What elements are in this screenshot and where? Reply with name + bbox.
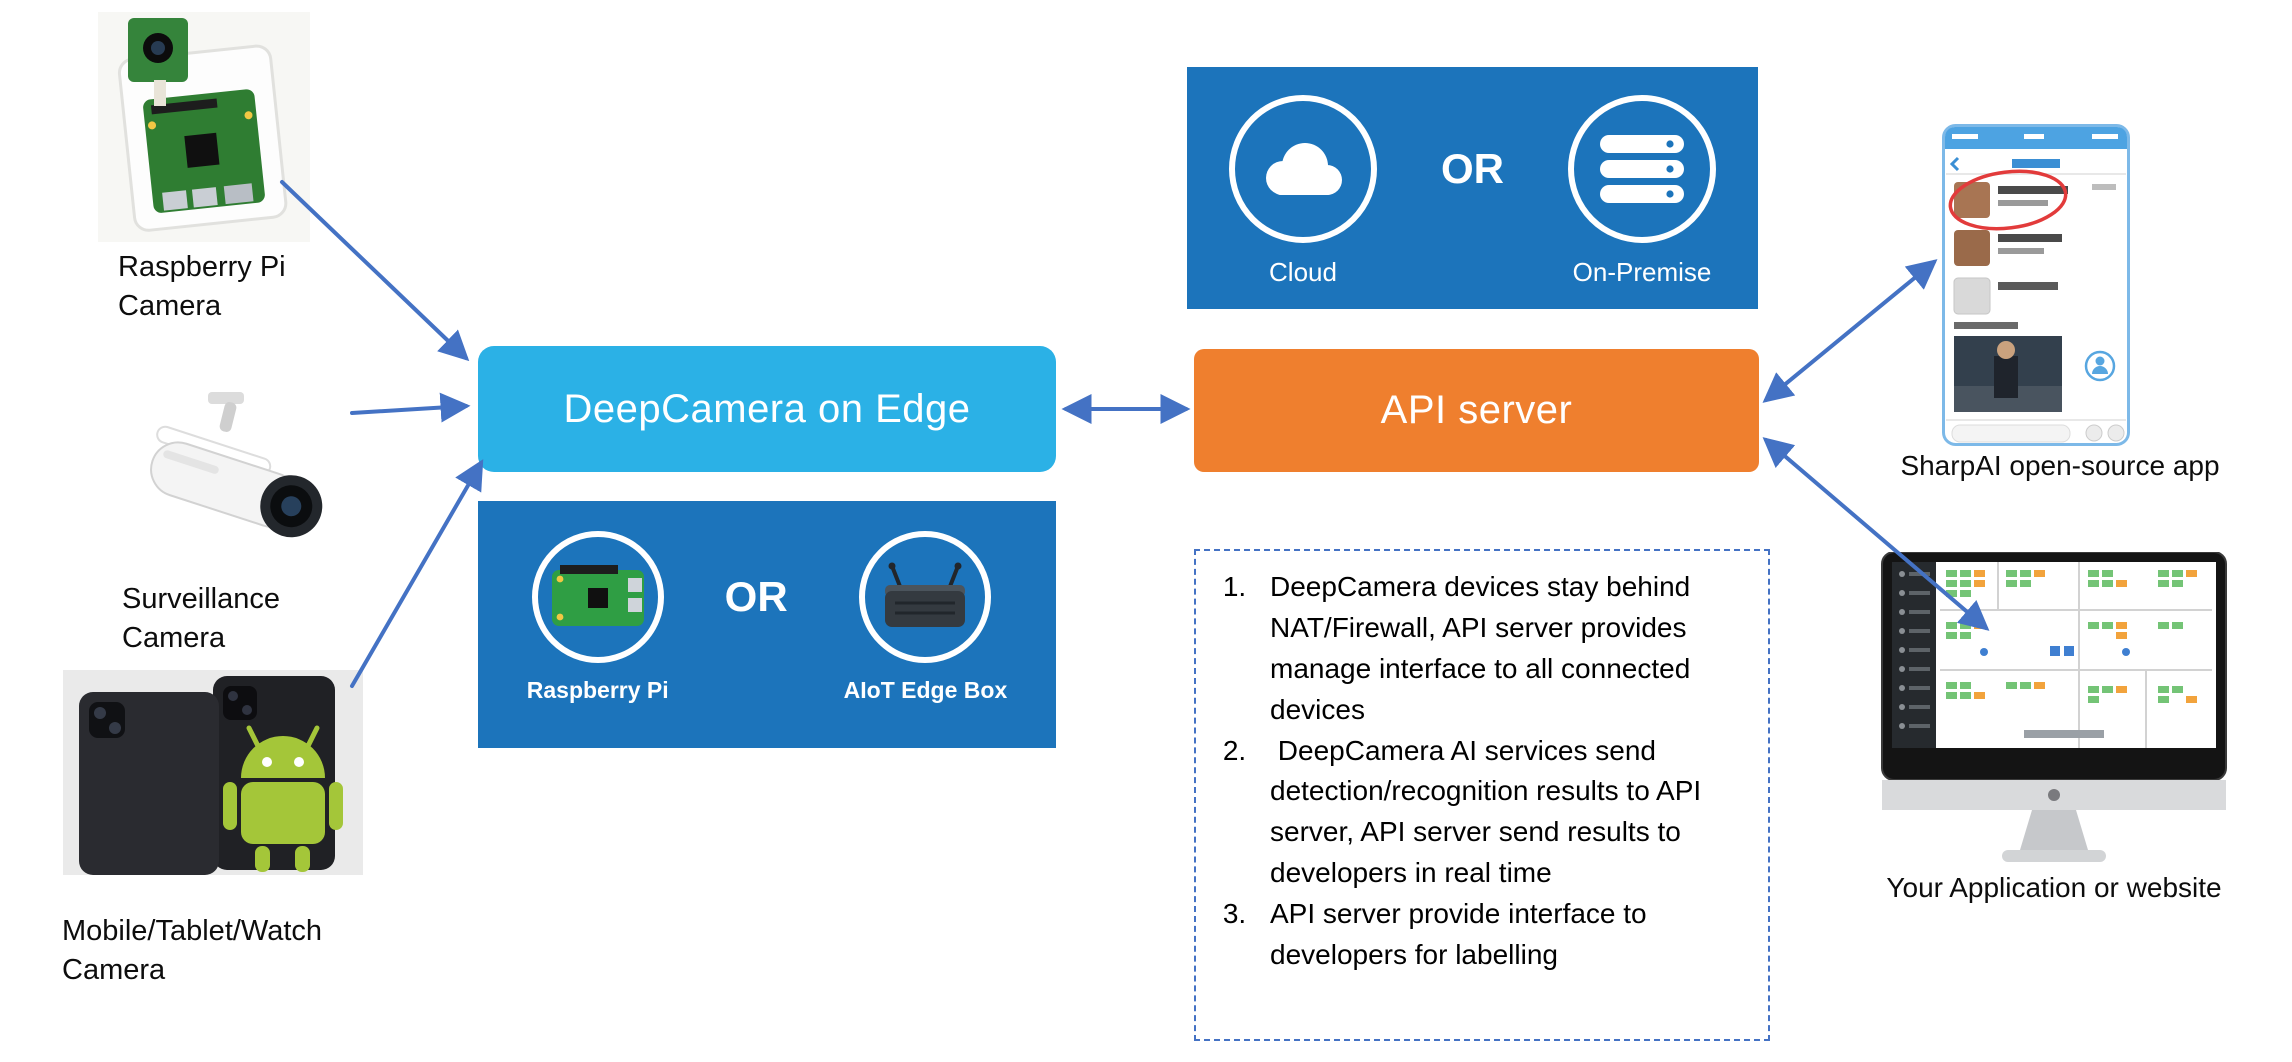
raspberry-pi-icon — [531, 531, 664, 663]
on-premise-option-label: On-Premise — [1572, 257, 1712, 287]
raspberry-pi-camera-photo — [98, 12, 310, 242]
android-robot — [223, 725, 343, 872]
aiot-edge-box-icon — [859, 531, 992, 663]
hardware-option-raspberry-pi: Raspberry Pi — [527, 531, 669, 704]
raspberry-pi-option-label: Raspberry Pi — [526, 677, 669, 703]
api-server-node: API server — [1194, 349, 1759, 472]
sharpai-app-phone-illustration — [1942, 124, 2130, 446]
arrow-mobile-to-edge — [350, 459, 484, 688]
hardware-option-aiot-edge-box: AIoT Edge Box — [843, 531, 1008, 704]
note-item-3: API server provide interface to develope… — [1254, 894, 1750, 976]
cloud-option-label: Cloud — [1269, 257, 1337, 287]
deployment-option-cloud: Cloud — [1229, 95, 1377, 288]
mobile-devices-photo — [63, 670, 363, 875]
app-sidebar-rows — [1899, 571, 1930, 729]
note-item-2: DeepCamera AI services send detection/re… — [1254, 731, 1750, 895]
edge-hardware-panel: Raspberry Pi OR AIoT Edge Bo — [478, 501, 1056, 748]
arrow-surveillance-to-edge — [350, 392, 471, 423]
note-item-1: DeepCamera devices stay behind NAT/Firew… — [1254, 567, 1750, 731]
sharpai-app-phone-photo — [1942, 124, 2130, 446]
mobile-camera-label: Mobile/Tablet/Watch Camera — [62, 915, 323, 987]
api-server-label: API server — [1380, 388, 1573, 432]
apple-logo — [2048, 789, 2060, 801]
imac-website-photo — [1874, 551, 2234, 867]
api-server-notes-list: DeepCamera devices stay behind NAT/Firew… — [1196, 567, 1768, 976]
raspberry-pi-camera-illustration — [98, 12, 310, 242]
imac-website-illustration — [1881, 551, 2227, 862]
sharpai-app-label: SharpAI open-source app — [1900, 450, 2220, 481]
deployment-option-on-premise: On-Premise — [1568, 95, 1716, 288]
arrow-api-sharpai-bidirectional — [1762, 259, 1938, 403]
hardware-or-label: OR — [724, 573, 788, 620]
mobile-devices-illustration — [63, 670, 363, 875]
server-stack-icon — [1568, 95, 1716, 243]
your-application-label: Your Application or website — [1886, 872, 2222, 903]
floorplan — [1940, 562, 2212, 748]
deepcamera-on-edge-node: DeepCamera on Edge — [478, 346, 1056, 472]
aiot-edge-box-option-label: AIoT Edge Box — [843, 677, 1008, 703]
raspberry-pi-camera-label: Raspberry Pi Camera — [118, 251, 286, 323]
surveillance-camera-label: Surveillance Camera — [122, 583, 280, 655]
cloud-icon — [1229, 95, 1377, 243]
surveillance-camera-illustration — [122, 388, 340, 576]
api-server-notes-box: DeepCamera devices stay behind NAT/Firew… — [1194, 549, 1770, 1041]
surveillance-camera-photo — [122, 388, 340, 576]
deepcamera-on-edge-label: DeepCamera on Edge — [563, 386, 971, 431]
deployment-panel: Cloud OR — [1187, 67, 1758, 309]
deployment-or-label: OR — [1441, 145, 1504, 192]
